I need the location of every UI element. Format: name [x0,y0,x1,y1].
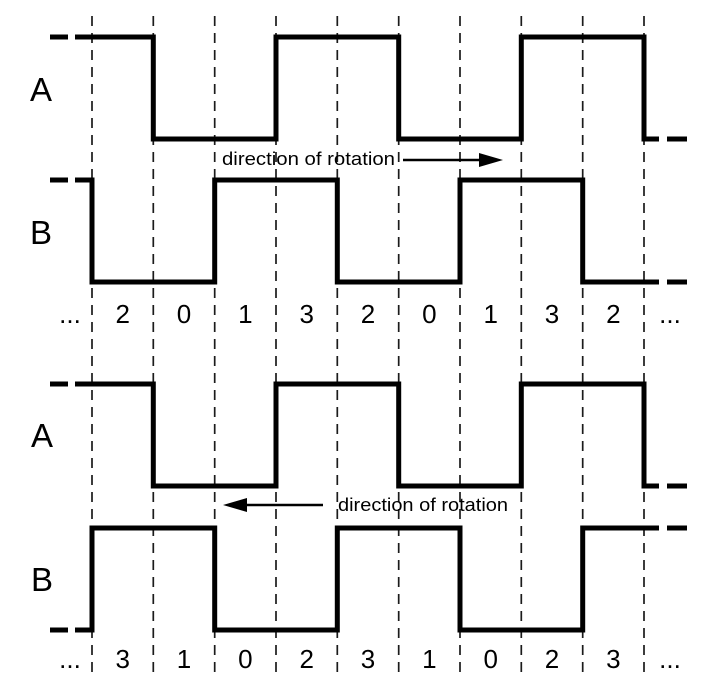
bottom-waveforms [50,381,687,633]
top-signal-a-trace [75,34,659,142]
state-number: 1 [238,299,252,329]
state-number: 0 [422,299,436,329]
top-state-numbers: ... 2 0 1 3 2 0 1 3 2... [59,299,681,329]
state-number: ... [59,299,81,329]
bottom-signal-a-trace [75,381,659,489]
phase-gridlines [91,16,645,674]
state-number: 1 [177,644,191,674]
bottom-direction-label: direction of rotation [338,495,508,515]
state-number: 3 [299,299,313,329]
state-number: ... [59,644,81,674]
state-number: 1 [422,644,436,674]
bottom-signal-b-trace [75,525,659,633]
state-number: 3 [606,644,620,674]
rotation-arrow-right-icon [403,153,503,167]
state-number: 0 [177,299,191,329]
bottom-signal-a-label: A [31,417,53,454]
rotation-arrow-left-icon [223,498,323,512]
top-signal-b-label: B [30,214,52,251]
state-number: ... [659,644,681,674]
state-number: 3 [361,644,375,674]
state-number: 3 [545,299,559,329]
state-number: 2 [299,644,313,674]
diagram-top: A B direction of rotation ... 2 0 1 3 2 0 1 3 2..… [30,34,687,329]
top-direction-label: direction of rotation [222,149,395,169]
top-signal-a-label: A [30,71,52,108]
state-number: 0 [483,644,497,674]
state-number: 0 [238,644,252,674]
state-number: 1 [483,299,497,329]
top-waveforms [50,34,687,285]
state-number: ... [659,299,681,329]
state-number: 2 [545,644,559,674]
top-signal-b-trace [75,177,659,285]
state-number: 2 [115,299,129,329]
state-number: 2 [361,299,375,329]
state-number: 3 [115,644,129,674]
diagram-bottom: A B direction of rotation ... 3 1 0 2 3 1 0 2 3..… [31,381,687,674]
state-number: 2 [606,299,620,329]
bottom-signal-b-label: B [31,561,53,598]
bottom-state-numbers: ... 3 1 0 2 3 1 0 2 3... [59,644,681,674]
